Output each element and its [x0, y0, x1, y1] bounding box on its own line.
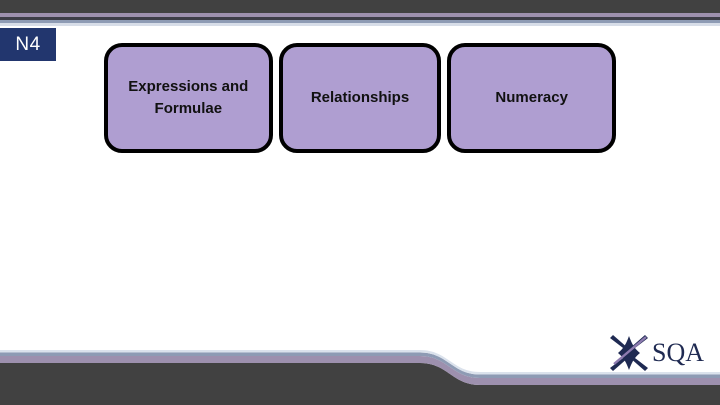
topic-boxes-row: Expressions and Formulae Relationships N…	[104, 43, 616, 153]
swoosh-blue-stripe	[0, 352, 720, 378]
topic-box-label: Numeracy	[495, 89, 568, 107]
level-badge: N4	[0, 28, 56, 61]
sqa-logo: SQA	[608, 332, 712, 374]
topic-box-label: Expressions and Formulae	[128, 78, 249, 117]
swoosh-dark-fill	[0, 363, 720, 405]
top-pale-stripe	[0, 23, 720, 26]
swoosh-pale-stripe	[0, 350, 720, 375]
swoosh-mauve-stripe	[0, 356, 720, 385]
topic-box-relationships[interactable]: Relationships	[278, 43, 442, 153]
sqa-wordmark: SQA	[652, 338, 705, 367]
bottom-swoosh-graphic	[0, 350, 720, 405]
top-blue-stripe	[0, 20, 720, 23]
topic-box-numeracy[interactable]: Numeracy	[447, 43, 616, 153]
level-badge-label: N4	[15, 33, 41, 55]
top-dark-band-secondary	[0, 17, 720, 20]
topic-box-expressions-and-formulae[interactable]: Expressions and Formulae	[104, 43, 273, 153]
sqa-saltire-star-icon	[610, 335, 648, 371]
bottom-decorative-band	[0, 345, 720, 405]
top-mauve-stripe	[0, 13, 720, 17]
top-dark-band	[0, 0, 720, 13]
topic-box-label: Relationships	[310, 89, 410, 107]
